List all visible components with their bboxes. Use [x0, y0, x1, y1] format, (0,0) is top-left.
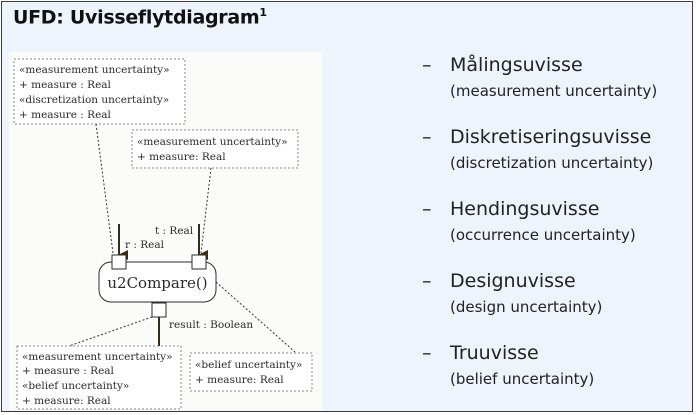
pin-t — [191, 254, 207, 270]
box4-line-2: + measure: Real — [195, 374, 284, 386]
list-item-english: (occurrence uncertainty) — [450, 226, 636, 244]
uncertainty-flow-diagram: «measurement uncertainty» + measure : Re… — [13, 58, 313, 410]
connector-box2-to-pin-t — [200, 167, 212, 254]
bullet-dash: – — [422, 270, 432, 292]
box1-line-1: «measurement uncertainty» — [19, 64, 170, 76]
input-uncertainty-box-1: «measurement uncertainty» + measure : Re… — [13, 58, 186, 125]
list-item-term: Designuvisse — [450, 270, 576, 292]
box3-line-3: «belief uncertainty» — [22, 380, 129, 392]
list-item-english: (discretization uncertainty) — [450, 154, 654, 172]
bullet-dash: – — [422, 342, 432, 364]
list-item-term: Hendingsuvisse — [450, 198, 600, 220]
box2-line-2: + measure: Real — [137, 151, 226, 163]
pin-result — [151, 302, 167, 318]
slide-title: UFD: Uvisseflytdiagram1 — [13, 6, 267, 28]
action-name: u2Compare() — [107, 274, 207, 292]
box1-line-3: «discretization uncertainty» — [19, 94, 169, 106]
list-item-term: Truuvisse — [450, 342, 539, 364]
input-uncertainty-box-2: «measurement uncertainty» + measure: Rea… — [131, 129, 299, 169]
title-text: UFD: Uvisseflytdiagram — [13, 6, 260, 29]
connector-pin-to-box3 — [68, 316, 153, 347]
label-result-boolean: result : Boolean — [169, 319, 253, 331]
box1-line-2: + measure : Real — [19, 79, 112, 91]
box3-line-2: + measure : Real — [22, 365, 115, 377]
box4-line-1: «belief uncertainty» — [195, 359, 302, 371]
bullet-dash: – — [422, 126, 432, 148]
bullet-dash: – — [422, 54, 432, 76]
list-item-english: (measurement uncertainty) — [450, 82, 658, 100]
box2-line-1: «measurement uncertainty» — [137, 136, 288, 148]
output-uncertainty-box-2: «belief uncertainty» + measure: Real — [189, 352, 313, 392]
list-item-term: Målingsuvisse — [450, 54, 583, 76]
list-item-term: Diskretiseringsuvisse — [450, 126, 652, 148]
connector-box1-to-pin-r — [95, 123, 114, 254]
title-footnote-marker: 1 — [259, 6, 267, 19]
diagram-panel: «measurement uncertainty» + measure : Re… — [9, 52, 322, 410]
box3-line-4: + measure: Real — [22, 395, 111, 407]
pin-r — [111, 254, 127, 270]
list-item-english: (belief uncertainty) — [450, 370, 595, 388]
box3-line-1: «measurement uncertainty» — [22, 351, 173, 363]
bullet-dash: – — [422, 198, 432, 220]
label-t-real: t : Real — [155, 225, 194, 237]
box1-line-4: + measure : Real — [19, 109, 112, 121]
label-r-real: r : Real — [125, 239, 165, 251]
list-item-english: (design uncertainty) — [450, 298, 603, 316]
connector-node-to-box4 — [215, 281, 296, 353]
output-uncertainty-box-1: «measurement uncertainty» + measure : Re… — [16, 345, 182, 410]
